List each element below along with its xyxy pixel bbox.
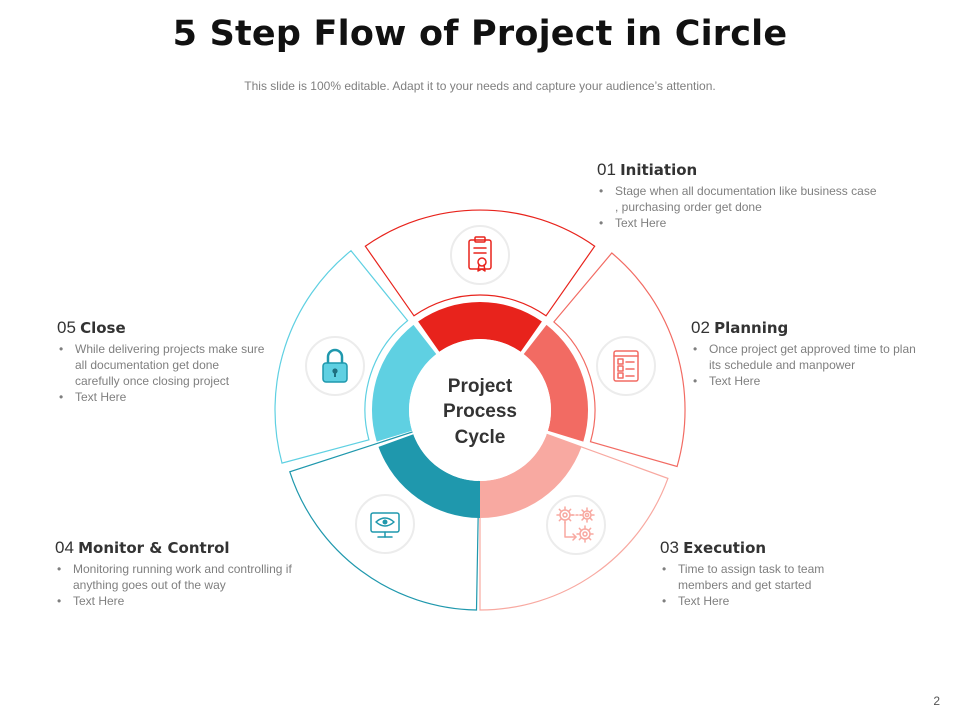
step-name: Close [80, 319, 126, 337]
step-number: 02 [691, 318, 710, 337]
step-heading: 05 Close [57, 318, 287, 338]
bullet-item: Text Here [597, 215, 877, 231]
center-circle [409, 339, 551, 481]
step-heading: 02 Planning [691, 318, 941, 338]
bullet-item: Text Here [55, 593, 320, 609]
bullet-item: Text Here [691, 373, 921, 389]
step-name: Planning [714, 319, 789, 337]
step-heading: 04 Monitor & Control [55, 538, 335, 558]
bullet-item: Monitoring running work and controlling … [55, 561, 320, 593]
step-name: Monitor & Control [78, 539, 230, 557]
certificate-clipboard-icon [450, 225, 510, 285]
step-monitor-control: 04 Monitor & Control Monitoring running … [55, 538, 335, 609]
inner-ring-segment [378, 434, 480, 518]
bullet-item: Time to assign task to team members and … [660, 561, 855, 593]
inner-ring-segment [523, 324, 589, 442]
inner-ring [371, 302, 589, 518]
step-number: 01 [597, 160, 616, 179]
inner-ring-segment [371, 324, 437, 442]
step-name: Execution [683, 539, 767, 557]
inner-ring-segment [418, 302, 542, 352]
center-label-line3: Cycle [455, 427, 506, 448]
step-number: 04 [55, 538, 74, 557]
step-name: Initiation [620, 161, 698, 179]
step-bullets: Once project get approved time to plan i… [691, 341, 921, 389]
step-close: 05 Close While delivering projects make … [57, 318, 287, 405]
step-initiation: 01 Initiation Stage when all documentati… [597, 160, 887, 231]
step-number: 05 [57, 318, 76, 337]
step-execution: 03 Execution Time to assign task to team… [660, 538, 910, 609]
step-number: 03 [660, 538, 679, 557]
page-number: 2 [933, 694, 940, 708]
bullet-item: Text Here [57, 389, 267, 405]
inner-ring-segment [480, 434, 582, 518]
checklist-icon [596, 336, 656, 396]
padlock-icon [305, 336, 365, 396]
step-bullets: Time to assign task to team members and … [660, 561, 855, 609]
step-planning: 02 Planning Once project get approved ti… [691, 318, 941, 389]
gears-workflow-icon [546, 495, 606, 555]
step-bullets: Stage when all documentation like busine… [597, 183, 877, 231]
center-label-line1: Project [448, 376, 513, 397]
step-bullets: While delivering projects make sure all … [57, 341, 267, 405]
slide-title: 5 Step Flow of Project in Circle [172, 14, 788, 54]
monitor-eye-icon [355, 494, 415, 554]
bullet-item: While delivering projects make sure all … [57, 341, 267, 389]
step-heading: 03 Execution [660, 538, 910, 558]
step-heading: 01 Initiation [597, 160, 887, 180]
slide-subtitle: This slide is 100% editable. Adapt it to… [244, 79, 716, 93]
center-label-line2: Process [443, 401, 517, 422]
icon-badges [305, 225, 656, 555]
bullet-item: Once project get approved time to plan i… [691, 341, 921, 373]
step-bullets: Monitoring running work and controlling … [55, 561, 320, 609]
bullet-item: Stage when all documentation like busine… [597, 183, 877, 215]
bullet-item: Text Here [660, 593, 855, 609]
